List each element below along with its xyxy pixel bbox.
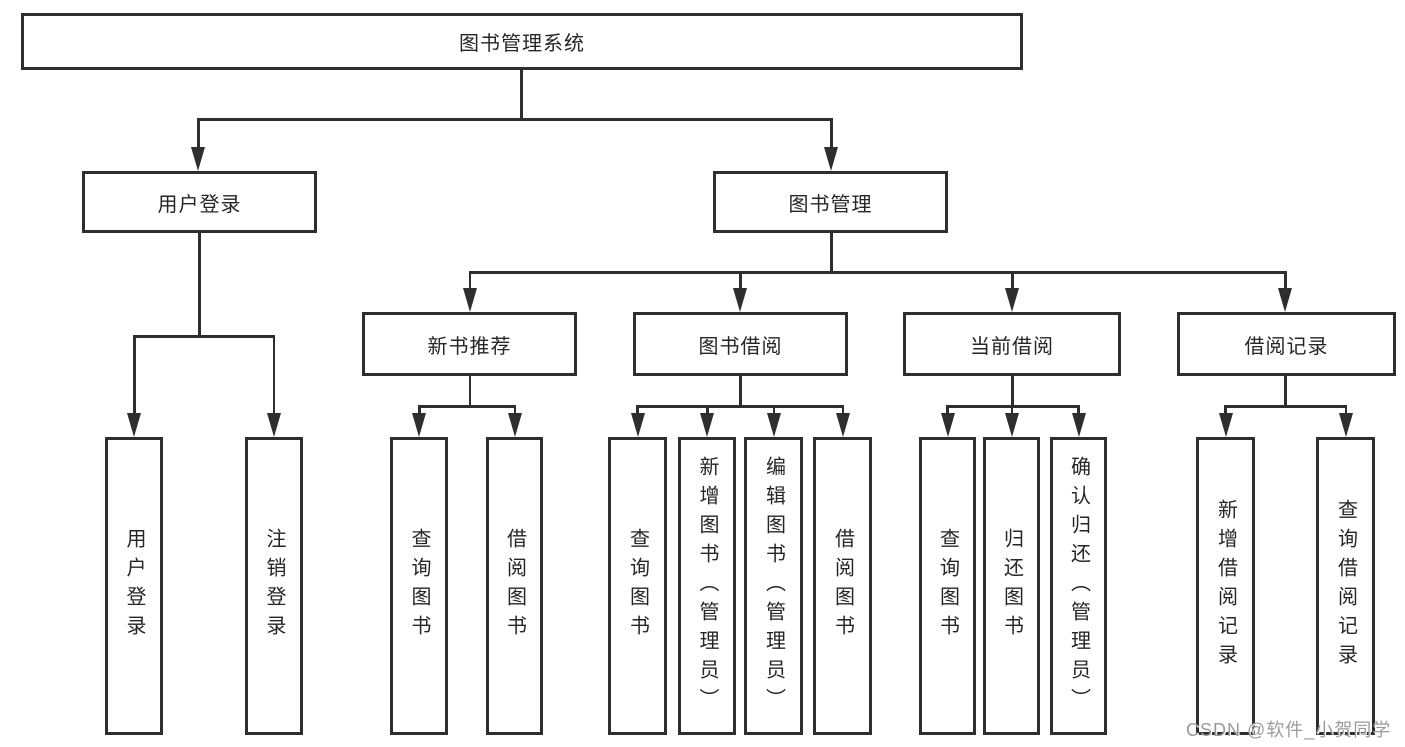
leaf-add-borrow-record: 新增借阅记录 <box>1196 437 1255 735</box>
leaf-confirm-return-admin: 确认归还（管理员） <box>1050 437 1107 735</box>
node-user-login: 用户登录 <box>82 171 317 233</box>
arrowhead-book-borrow <box>733 288 747 312</box>
connector-leaf-drop <box>513 405 516 415</box>
node-library-management-system: 图书管理系统 <box>21 13 1023 70</box>
connector-borrow-records-drop <box>1284 271 1287 290</box>
connector-leaf-drop <box>636 405 639 415</box>
csdn-watermark: CSDN @软件_小贺同学 <box>1186 720 1392 740</box>
leaf-label: 借阅图书 <box>831 528 854 644</box>
arrowhead-leaf <box>630 413 645 437</box>
leaf-query-books-current: 查询图书 <box>919 437 976 735</box>
arrowhead-leaf <box>507 413 522 437</box>
leaf-borrow-books: 借阅图书 <box>813 437 872 735</box>
connector-user-login-rail <box>133 335 274 338</box>
arrowhead-leaf <box>127 413 141 437</box>
leaf-label: 查询借阅记录 <box>1334 499 1357 673</box>
arrowhead-borrow-records <box>1278 288 1292 312</box>
node-borrowing-records: 借阅记录 <box>1177 312 1396 376</box>
leaf-label: 借阅图书 <box>503 528 526 644</box>
leaf-label: 查询图书 <box>626 528 649 644</box>
arrowhead-leaf <box>766 413 781 437</box>
leaf-label: 查询图书 <box>936 528 959 644</box>
arrowhead-current-borrow <box>1005 288 1019 312</box>
arrowhead-user-login <box>191 147 205 171</box>
leaf-label: 用户登录 <box>123 528 145 644</box>
connector-leaf-drop <box>1077 405 1080 415</box>
connector-leaf-drop <box>133 335 136 415</box>
connector-user-login-drop <box>197 118 200 150</box>
arrowhead-leaf <box>835 413 850 437</box>
connector-level3-rail <box>469 271 1286 274</box>
arrowhead-new-books <box>463 288 477 312</box>
connector-leaf-drop <box>272 335 275 415</box>
leaf-label: 确认归还（管理员） <box>1067 455 1090 717</box>
connector-borrow-records-stem <box>1284 376 1287 405</box>
node-label: 图书管理 <box>788 193 873 216</box>
leaf-query-books-borrowing: 查询图书 <box>608 437 667 735</box>
connector-leaf-drop <box>772 405 775 415</box>
leaf-edit-books-admin: 编辑图书（管理员） <box>744 437 803 735</box>
connector-current-borrow-drop <box>1011 271 1014 290</box>
leaf-label: 归还图书 <box>1000 528 1023 644</box>
leaf-label: 编辑图书（管理员） <box>762 455 785 717</box>
arrowhead-leaf <box>1338 413 1353 437</box>
connector-user-login-stem <box>198 233 201 335</box>
leaf-label: 新增图书（管理员） <box>696 455 718 717</box>
connector-borrow-records-rail <box>1224 405 1346 408</box>
connector-level2-rail <box>197 118 832 121</box>
leaf-query-borrow-record: 查询借阅记录 <box>1316 437 1375 735</box>
arrowhead-leaf <box>1004 413 1019 437</box>
leaf-add-books-admin: 新增图书（管理员） <box>678 437 736 735</box>
arrowhead-book-mgmt <box>824 147 838 171</box>
leaf-label: 注销登录 <box>263 528 285 644</box>
connector-book-borrow-drop <box>739 271 742 290</box>
arrowhead-leaf <box>412 413 426 437</box>
arrowhead-leaf <box>1218 413 1233 437</box>
leaf-borrow-books-recommend: 借阅图书 <box>486 437 543 735</box>
node-label: 借阅记录 <box>1244 335 1329 358</box>
leaf-logout: 注销登录 <box>245 437 303 735</box>
connector-current-borrow-stem <box>1011 376 1014 405</box>
connector-leaf-drop <box>841 405 844 415</box>
node-book-management: 图书管理 <box>713 171 948 233</box>
connector-book-borrow-stem <box>739 376 742 405</box>
node-label: 当前借阅 <box>970 335 1054 358</box>
leaf-label: 查询图书 <box>408 528 430 644</box>
connector-leaf-drop <box>946 405 949 415</box>
arrowhead-leaf <box>940 413 955 437</box>
leaf-query-books-recommend: 查询图书 <box>390 437 448 735</box>
connector-leaf-drop <box>706 405 709 415</box>
node-label: 新书推荐 <box>427 335 512 358</box>
arrowhead-leaf <box>1071 413 1086 437</box>
connector-new-books-rail <box>418 405 515 408</box>
leaf-label: 新增借阅记录 <box>1214 499 1237 673</box>
arrowhead-leaf <box>700 413 714 437</box>
connector-root-stem <box>520 68 523 118</box>
node-label: 图书借阅 <box>698 335 783 358</box>
connector-book-mgmt-stem <box>830 233 833 271</box>
node-label: 图书管理系统 <box>459 33 585 55</box>
arrowhead-leaf <box>267 413 281 437</box>
connector-new-books-stem <box>468 376 471 405</box>
node-book-borrowing: 图书借阅 <box>633 312 848 376</box>
connector-new-books-drop <box>468 271 471 290</box>
connector-leaf-drop <box>418 405 421 415</box>
node-label: 用户登录 <box>157 193 242 216</box>
node-new-book-recommend: 新书推荐 <box>362 312 577 376</box>
node-current-borrowing: 当前借阅 <box>903 312 1121 376</box>
connector-book-borrow-rail <box>636 405 844 408</box>
leaf-user-login: 用户登录 <box>105 437 163 735</box>
connector-leaf-drop <box>1224 405 1227 415</box>
connector-leaf-drop <box>1010 405 1013 415</box>
leaf-return-books: 归还图书 <box>983 437 1040 735</box>
connector-book-mgmt-drop <box>830 118 833 150</box>
connector-leaf-drop <box>1344 405 1347 415</box>
